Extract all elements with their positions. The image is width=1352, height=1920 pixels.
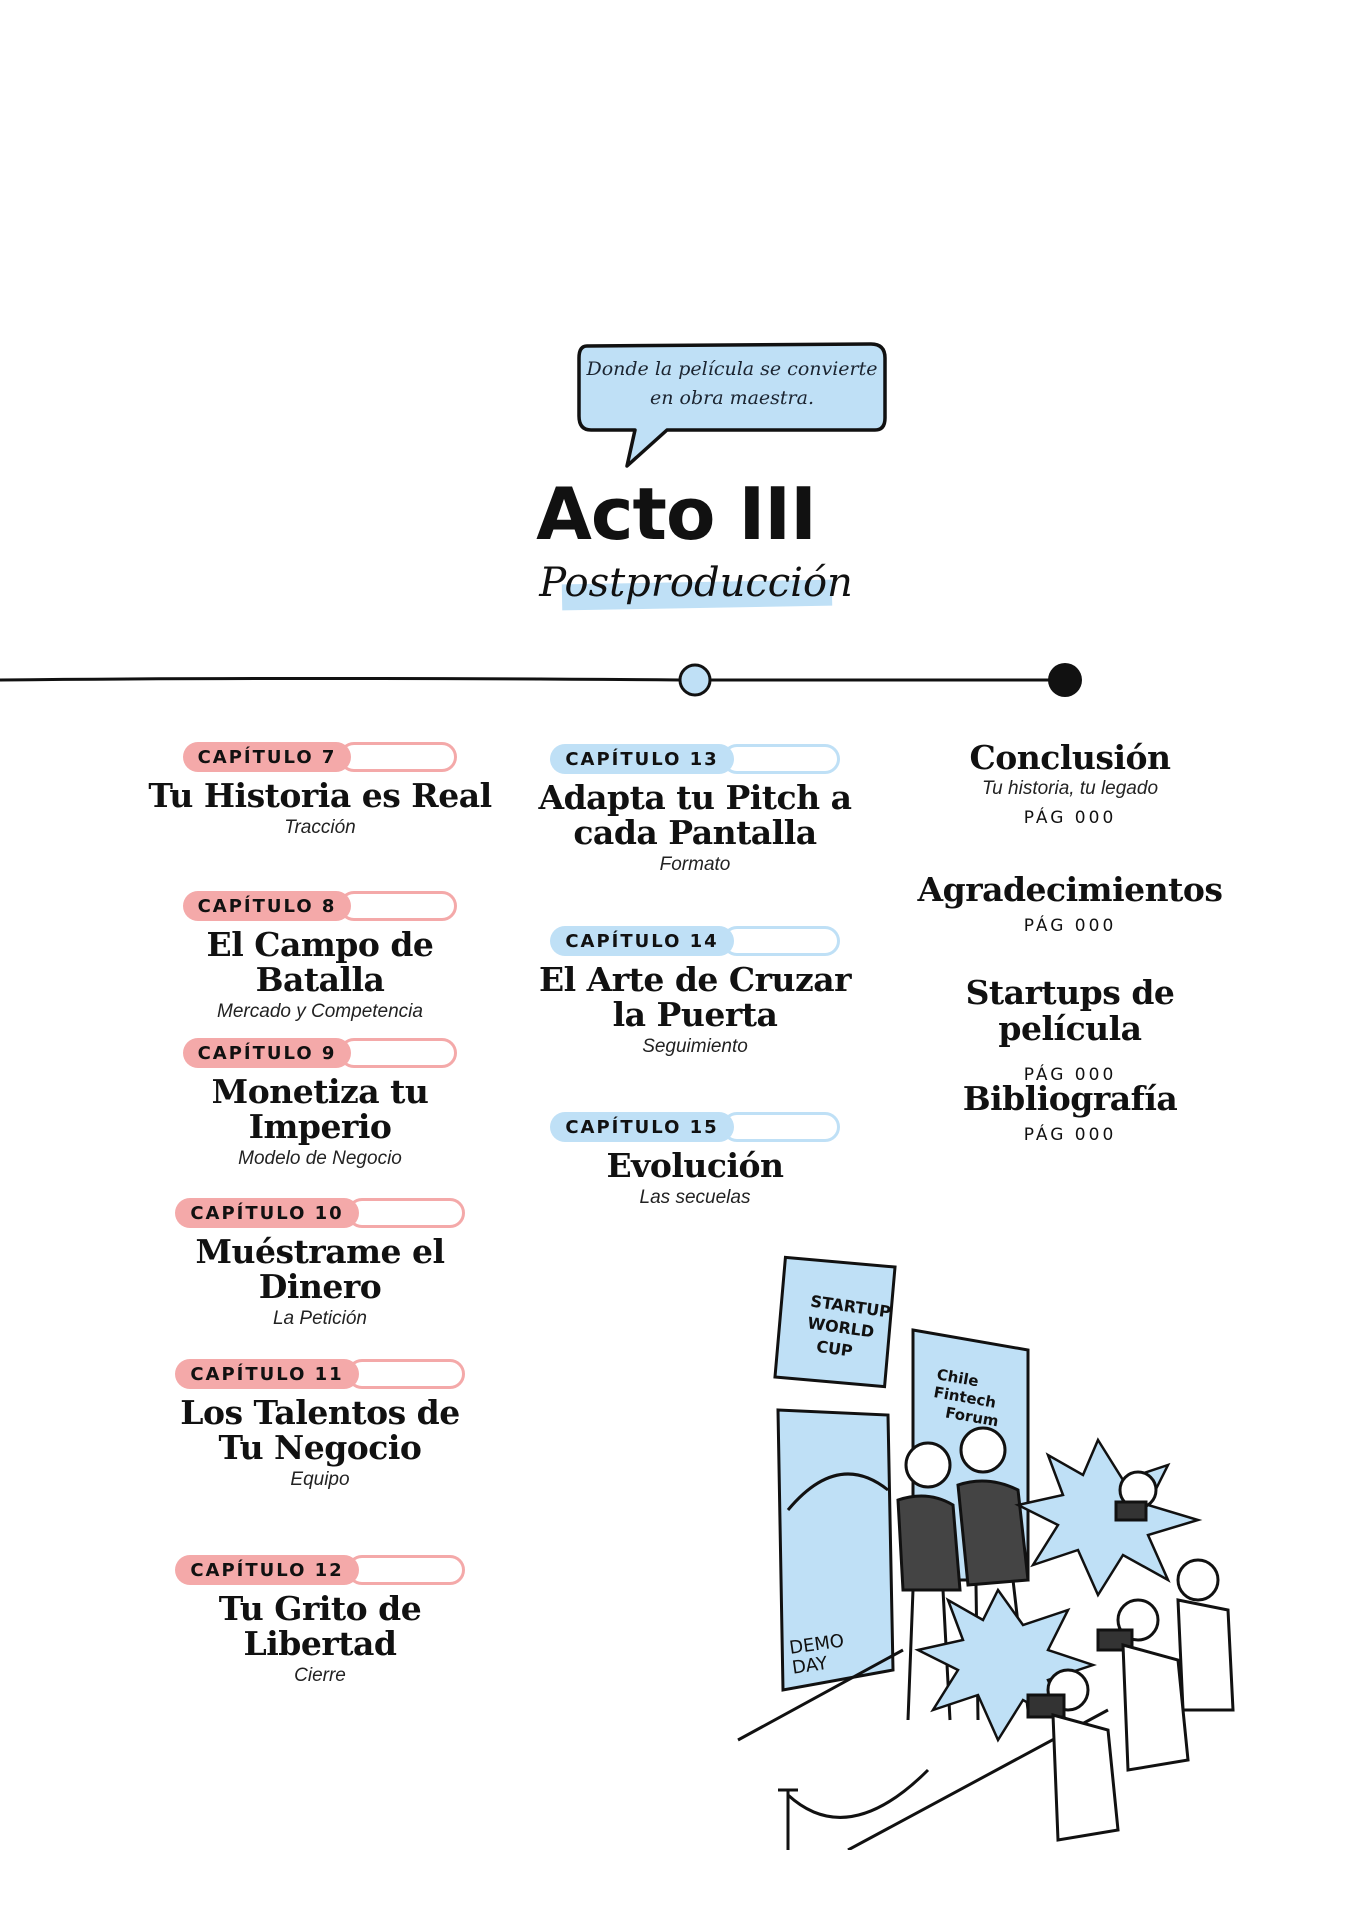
- conclusion-title: Conclusión: [969, 738, 1171, 777]
- chapter-10-title: Muéstrame el Dinero: [195, 1232, 445, 1306]
- chapter-11-entry[interactable]: CAPÍTULO 11 Los Talentos de Tu Negocio E…: [140, 1357, 500, 1491]
- bibliography-title: Bibliografía: [962, 1079, 1178, 1118]
- chapter-9-title: Monetiza tu Imperio: [211, 1072, 429, 1146]
- photographers: [1026, 1470, 1235, 1842]
- chapter-15-entry[interactable]: CAPÍTULO 15 Evolución Las secuelas: [515, 1110, 875, 1209]
- chapter-13-entry[interactable]: CAPÍTULO 13 Adapta tu Pitch a cada Panta…: [515, 742, 875, 876]
- startups-page: PÁG 000: [1023, 1065, 1117, 1085]
- timeline-end-dot: [1048, 663, 1082, 697]
- chapter-8-entry[interactable]: CAPÍTULO 8 El Campo de Batalla Mercado y…: [140, 889, 500, 1023]
- chapter-13-subtitle: Formato: [659, 854, 731, 875]
- chapter-8-badge: CAPÍTULO 8: [182, 891, 352, 921]
- chapter-11-title-line-2: Tu Negocio: [218, 1428, 422, 1467]
- chapter-8-subtitle: Mercado y Competencia: [217, 1001, 423, 1022]
- chapter-7-title: Tu Historia es Real: [148, 776, 492, 815]
- badge-tail: [339, 1038, 458, 1068]
- chapter-9-subtitle: Modelo de Negocio: [238, 1148, 402, 1169]
- chapter-14-title-line-1: El Arte de Cruzar: [538, 960, 852, 999]
- badge-tail: [339, 742, 458, 772]
- chapter-11-title-line-1: Los Talentos de: [180, 1393, 460, 1432]
- poster3-line-2: DAY: [791, 1653, 830, 1679]
- startups-entry[interactable]: Startups de película PÁG 000: [890, 973, 1250, 1086]
- act-subtitle: Postproducción: [539, 560, 853, 606]
- badge-tail: [346, 1198, 465, 1228]
- bibliography-entry[interactable]: Bibliografía PÁG 000: [890, 1079, 1250, 1146]
- badge-tail: [339, 891, 458, 921]
- poster-startup-world-cup: STARTUP WORLD CUP: [773, 1255, 897, 1389]
- chapter-14-title: El Arte de Cruzar la Puerta: [515, 962, 875, 1032]
- badge-tail: [721, 1112, 840, 1142]
- bibliography-page: PÁG 000: [1023, 1125, 1117, 1145]
- chapter-15-badge: CAPÍTULO 15: [550, 1112, 734, 1142]
- chapter-13-title-line-1: Adapta tu Pitch a: [538, 778, 852, 817]
- conclusion-subtitle: Tu historia, tu legado: [981, 778, 1159, 799]
- couple-figures: [896, 1426, 1030, 1721]
- chapter-7-badge: CAPÍTULO 7: [182, 742, 352, 772]
- bubble-text: Donde la película se convierte en obra m…: [578, 355, 886, 413]
- chapter-12-subtitle: Cierre: [294, 1665, 346, 1686]
- conclusion-page: PÁG 000: [1023, 808, 1117, 828]
- chapter-14-subtitle: Seguimiento: [642, 1036, 748, 1057]
- chapter-9-badge: CAPÍTULO 9: [182, 1038, 352, 1068]
- badge-tail: [721, 926, 840, 956]
- badge-tail: [346, 1555, 465, 1585]
- acknowledgements-title: Agradecimientos: [917, 870, 1223, 909]
- bubble-line-1: Donde la película se convierte: [586, 358, 878, 380]
- acknowledgements-page: PÁG 000: [1023, 916, 1117, 936]
- chapter-7-subtitle: Tracción: [284, 817, 356, 838]
- chapter-13-title: Adapta tu Pitch a cada Pantalla: [515, 780, 875, 850]
- chapter-8-title: El Campo de Batalla: [206, 925, 434, 999]
- badge-tail: [721, 744, 840, 774]
- chapter-14-title-line-2: la Puerta: [612, 995, 778, 1034]
- chapter-12-entry[interactable]: CAPÍTULO 12 Tu Grito de Libertad Cierre: [140, 1553, 500, 1687]
- chapter-15-subtitle: Las secuelas: [639, 1187, 751, 1208]
- chapter-14-entry[interactable]: CAPÍTULO 14 El Arte de Cruzar la Puerta …: [515, 924, 875, 1058]
- conclusion-entry[interactable]: Conclusión Tu historia, tu legado PÁG 00…: [890, 738, 1250, 829]
- chapter-13-badge: CAPÍTULO 13: [550, 744, 734, 774]
- poster1-line-3: CUP: [815, 1337, 854, 1361]
- acknowledgements-entry[interactable]: Agradecimientos PÁG 000: [890, 870, 1250, 937]
- speech-bubble: [577, 342, 887, 468]
- badge-tail: [346, 1359, 465, 1389]
- chapter-10-subtitle: La Petición: [272, 1308, 367, 1329]
- startups-title: Startups de película: [965, 973, 1175, 1048]
- rope-barrier: [778, 1768, 930, 1850]
- chapter-11-subtitle: Equipo: [290, 1469, 350, 1490]
- timeline-current-dot: [678, 663, 712, 697]
- chapter-12-title: Tu Grito de Libertad: [218, 1589, 422, 1663]
- timeline: [0, 663, 1082, 697]
- chapter-11-title: Los Talentos de Tu Negocio: [140, 1395, 500, 1465]
- chapter-7-entry[interactable]: CAPÍTULO 7 Tu Historia es Real Tracción: [140, 740, 500, 839]
- chapter-14-badge: CAPÍTULO 14: [550, 926, 734, 956]
- chapter-10-entry[interactable]: CAPÍTULO 10 Muéstrame el Dinero La Petic…: [140, 1196, 500, 1330]
- chapter-12-badge: CAPÍTULO 12: [175, 1555, 359, 1585]
- bubble-line-2: en obra maestra.: [650, 387, 814, 409]
- chapter-9-entry[interactable]: CAPÍTULO 9 Monetiza tu Imperio Modelo de…: [140, 1036, 500, 1170]
- chapter-10-badge: CAPÍTULO 10: [175, 1198, 359, 1228]
- poster-demo-day: DEMO DAY: [776, 1408, 895, 1692]
- chapter-15-title: Evolución: [606, 1146, 785, 1185]
- red-carpet-illustration: STARTUP WORLD CUP Chile Fintech Forum DE…: [737, 1255, 1235, 1850]
- chapter-13-title-line-2: cada Pantalla: [573, 813, 817, 852]
- act-title: Acto III: [536, 472, 817, 556]
- chapter-11-badge: CAPÍTULO 11: [175, 1359, 359, 1389]
